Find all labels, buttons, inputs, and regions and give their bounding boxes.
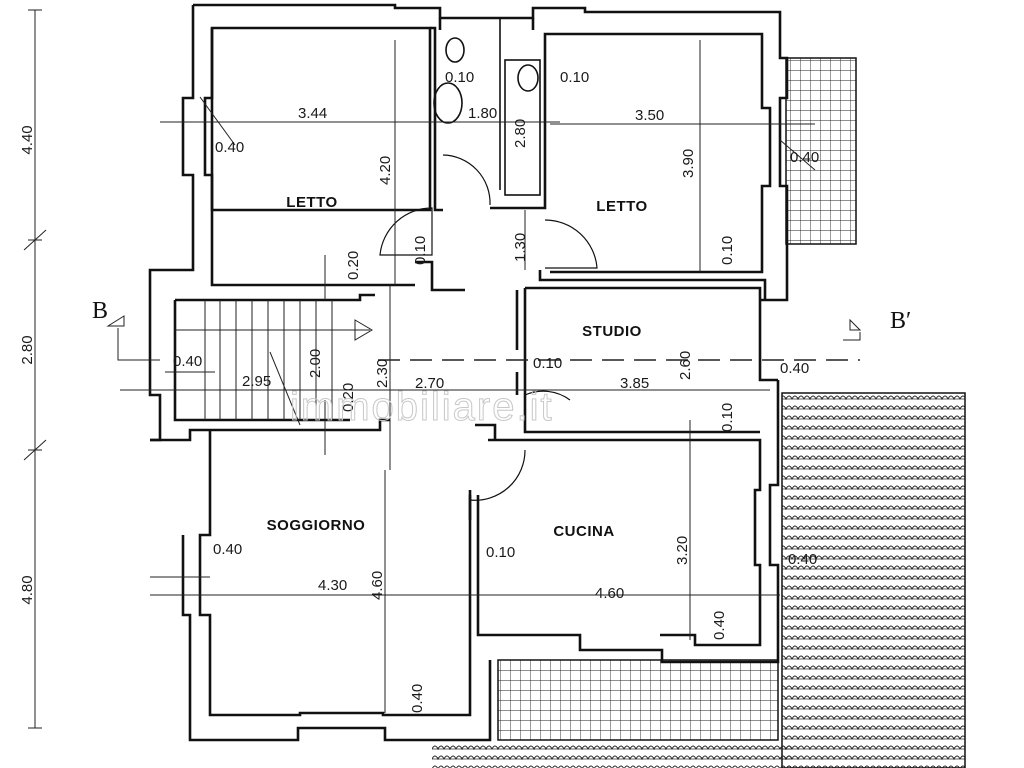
roof-tiles-bottom [432, 740, 792, 768]
dim-sogg-depth: 4.60 [369, 571, 386, 600]
dim-letto-r-width: 3.50 [635, 107, 664, 124]
watermark: immobiliare.it [290, 385, 554, 429]
dim-letto-r-partition: 0.10 [719, 236, 736, 265]
dim-cucina-bottom: 0.40 [711, 611, 728, 640]
dim-cucina-wall: 0.40 [788, 551, 817, 568]
room-label-letto-right: LETTO [596, 198, 647, 215]
dim-bath-wall-a: 0.10 [445, 69, 474, 86]
room-label-soggiorno: SOGGIORNO [267, 517, 366, 534]
overall-dimension-line: 4.40 2.80 4.80 [19, 9, 47, 729]
staircase [175, 300, 373, 426]
dim-sogg-wall: 0.40 [213, 541, 242, 558]
dim-cucina-depth: 3.20 [674, 536, 691, 565]
dim-bath-depth: 2.80 [512, 119, 529, 148]
dim-letto-l-depth: 4.20 [377, 156, 394, 185]
dim-stair-b: 0.20 [340, 383, 357, 412]
section-label-left: B [92, 298, 108, 324]
dim-stair-wall: 0.40 [173, 353, 202, 370]
dim-studio-depth: 2.60 [677, 351, 694, 380]
room-label-studio: STUDIO [582, 323, 642, 340]
dim-studio-partition: 0.10 [719, 403, 736, 432]
dim-bath-door: 1.30 [512, 233, 529, 262]
section-line: B B′ [92, 298, 911, 361]
dim-letto-l-wall: 0.40 [215, 139, 244, 156]
dim-letto-l-partition: 0.20 [345, 251, 362, 280]
dim-stair-depth: 2.30 [374, 359, 391, 388]
overall-dim-top: 4.40 [19, 125, 36, 154]
dim-stair-a: 2.00 [307, 349, 324, 378]
terrace-bottom [497, 659, 779, 741]
room-label-letto-left: LETTO [286, 194, 337, 211]
dim-stair-run: 2.95 [242, 373, 271, 390]
dim-bath-width: 1.80 [468, 105, 497, 122]
overall-dim-bottom: 4.80 [19, 575, 36, 604]
dim-sogg-bottom: 0.40 [409, 684, 426, 713]
dim-hall-width: 2.70 [415, 375, 444, 392]
dimension-labels: 3.44 4.20 0.40 0.20 1.80 2.80 0.10 0.10 … [173, 69, 819, 713]
balcony-right [785, 57, 857, 245]
dim-bath-wall-b: 0.10 [560, 69, 589, 86]
section-label-right: B′ [890, 308, 911, 334]
dim-sogg-width: 4.30 [318, 577, 347, 594]
doors [379, 154, 598, 501]
dim-letto-r-depth: 3.90 [680, 149, 697, 178]
room-label-cucina: CUCINA [553, 523, 614, 540]
dim-studio-wall: 0.40 [780, 360, 809, 377]
dim-letto-r-wall: 0.40 [790, 149, 819, 166]
dim-hall-mid: 0.10 [533, 355, 562, 372]
dim-studio-width: 3.85 [620, 375, 649, 392]
overall-dim-middle: 2.80 [19, 335, 36, 364]
roof-tiles-right [781, 392, 966, 768]
dimension-lines [120, 40, 816, 713]
dim-letto-l-width: 3.44 [298, 105, 327, 122]
dim-cucina-partition: 0.10 [486, 544, 515, 561]
dim-hall-partition: 0.10 [412, 236, 429, 265]
dim-cucina-width: 4.60 [595, 585, 624, 602]
